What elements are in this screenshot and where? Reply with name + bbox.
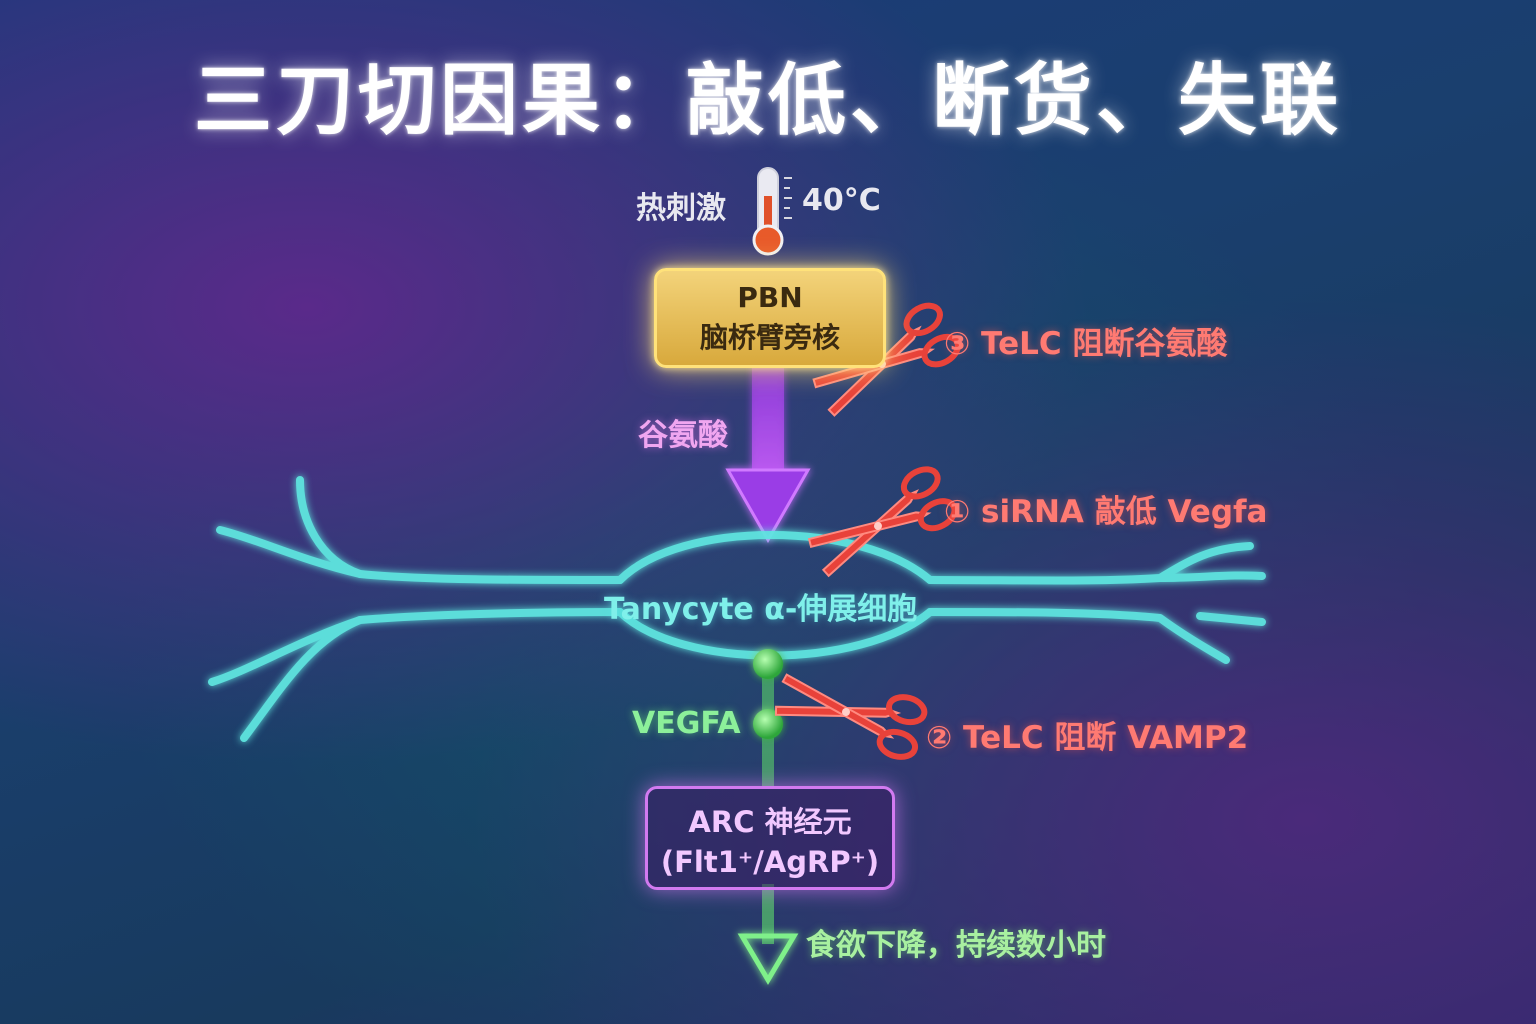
scissors-icon	[774, 673, 928, 760]
pbn-abbrev: PBN	[737, 281, 803, 314]
vegfa-label: VEGFA	[632, 706, 741, 741]
tanycyte-cell	[208, 476, 1266, 742]
scissors-icon	[807, 466, 958, 578]
arc-neuron-box: ARC 神经元 (Flt1⁺/AgRP⁺)	[645, 786, 895, 890]
cut-3-label: ③ TeLC 阻断谷氨酸	[944, 326, 1228, 362]
pbn-name: 脑桥臂旁核	[699, 321, 840, 354]
pbn-box: PBN 脑桥臂旁核	[654, 268, 886, 368]
cut-2-label: ② TeLC 阻断 VAMP2	[926, 720, 1249, 756]
vegfa-vesicle	[753, 709, 783, 739]
thermometer-icon	[752, 167, 792, 256]
temperature-label: 40°C	[802, 183, 881, 218]
page-title: 三刀切因果：敲低、断货、失联	[193, 56, 1342, 146]
heat-stimulus-label: 热刺激	[636, 191, 726, 226]
vegfa-vesicle	[753, 649, 783, 679]
glutamate-label: 谷氨酸	[638, 418, 728, 453]
scissors-icon	[812, 302, 961, 417]
arc-neuron-markers: (Flt1⁺/AgRP⁺)	[660, 845, 880, 879]
tanycyte-label: Tanycyte α-伸展细胞	[604, 592, 918, 627]
outcome-label: 食欲下降，持续数小时	[806, 928, 1106, 963]
arc-neuron-name: ARC 神经元	[688, 805, 852, 839]
glutamate-arrow	[725, 362, 811, 544]
cut-1-label: ① siRNA 敲低 Vegfa	[944, 494, 1268, 530]
